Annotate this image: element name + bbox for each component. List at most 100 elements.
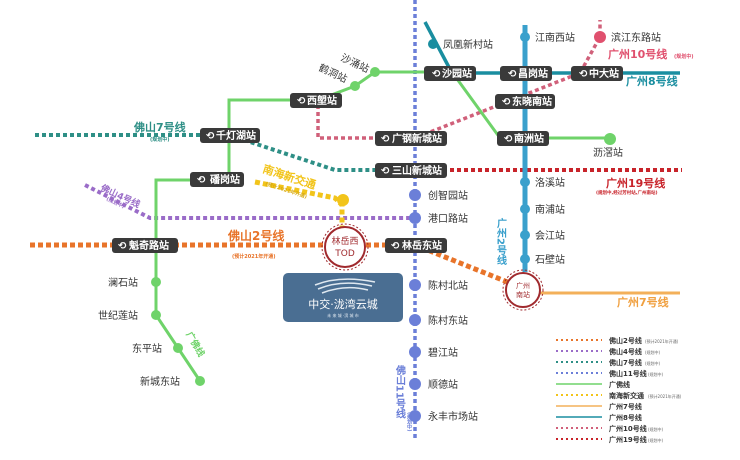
svg-text:⟲: ⟲ — [502, 97, 511, 108]
svg-text:林岳东站: 林岳东站 — [402, 239, 442, 252]
svg-text:西塱站: 西塱站 — [307, 94, 337, 107]
legend: 佛山2号线(预计2021年开通) 佛山4号线(规划中) 佛山7号线(规划中) 佛… — [556, 336, 682, 444]
svg-text:广佛线: 广佛线 — [183, 330, 207, 359]
svg-text:佛山7号线: 佛山7号线 — [608, 358, 642, 367]
svg-text:广州8号线: 广州8号线 — [626, 74, 678, 88]
svg-text:南洲站: 南洲站 — [514, 132, 544, 145]
svg-text:(预计2021年开通): (预计2021年开通) — [648, 393, 682, 399]
svg-text:佛山2号线: 佛山2号线 — [227, 228, 284, 243]
svg-text:广州19号线: 广州19号线 — [609, 435, 647, 444]
svg-text:南站: 南站 — [516, 290, 530, 299]
svg-text:(规划中): (规划中) — [645, 349, 661, 355]
svg-text:广佛线: 广佛线 — [609, 380, 630, 389]
svg-text:昌岗站: 昌岗站 — [518, 67, 548, 80]
svg-text:⟲: ⟲ — [206, 131, 215, 142]
svg-text:碧江站: 碧江站 — [428, 346, 458, 359]
line-gz8 — [423, 21, 680, 75]
station-shayuan[interactable]: ⟲沙园站 — [424, 66, 476, 81]
line-nanhai — [254, 179, 345, 232]
svg-text:广州2号线: 广州2号线 — [495, 217, 508, 266]
svg-text:世纪莲站: 世纪莲站 — [98, 309, 138, 322]
svg-text:石壁站: 石壁站 — [535, 253, 565, 266]
svg-text:磻岗站: 磻岗站 — [210, 173, 240, 186]
svg-text:林岳西: 林岳西 — [331, 235, 358, 247]
svg-text:佛山11号线: 佛山11号线 — [608, 369, 647, 378]
station-qiandenghu[interactable]: ⟲千灯湖站 — [200, 128, 260, 143]
svg-text:(预计2021年开通): (预计2021年开通) — [645, 338, 679, 344]
legend-item: 广州19号线(规划中) — [556, 435, 664, 444]
svg-text:广州19号线: 广州19号线 — [606, 176, 665, 190]
svg-text:陈村北站: 陈村北站 — [428, 279, 468, 292]
svg-text:(规划中): (规划中) — [406, 412, 412, 432]
svg-text:佛山4号线: 佛山4号线 — [608, 347, 642, 356]
station-bogang[interactable]: ⟲磻岗站 — [190, 172, 244, 187]
station-nanzhou[interactable]: ⟲南洲站 — [497, 131, 549, 146]
svg-text:(规划中): (规划中) — [648, 426, 664, 432]
svg-text:(规划中): (规划中) — [648, 437, 664, 443]
interchange-stations: ⟲沙园站 ⟲昌岗站 ⟲中大站 ⟲东晓南站 ⟲南洲站 ⟲广钢新城站 ⟲三山新城站 … — [112, 66, 623, 253]
project-logo: 中交·泷湾云城 未 来 城 ·滨 城 市 — [283, 273, 403, 322]
svg-text:TOD: TOD — [334, 249, 355, 259]
svg-text:千灯湖站: 千灯湖站 — [216, 129, 256, 142]
legend-item: 佛山4号线(规划中) — [556, 347, 661, 356]
svg-text:广州: 广州 — [516, 281, 530, 290]
legend-item: 佛山2号线(预计2021年开通) — [556, 336, 679, 345]
svg-text:⟲: ⟲ — [118, 241, 127, 252]
legend-item: 南海新交通(预计2021年开通) — [556, 391, 682, 400]
svg-text:(规划中): (规划中) — [645, 360, 661, 366]
svg-text:东晓南站: 东晓南站 — [512, 95, 552, 108]
svg-text:南海新交通: 南海新交通 — [609, 391, 645, 400]
svg-text:⟲: ⟲ — [391, 241, 400, 252]
svg-text:三山新城站: 三山新城站 — [392, 164, 442, 177]
svg-text:未 来 城 ·滨 城 市: 未 来 城 ·滨 城 市 — [327, 312, 359, 318]
svg-text:广州10号线: 广州10号线 — [608, 47, 667, 61]
svg-text:佛山2号线: 佛山2号线 — [608, 336, 642, 345]
svg-text:⟲: ⟲ — [432, 69, 441, 80]
station-changgang[interactable]: ⟲昌岗站 — [500, 66, 552, 81]
line-fs4 — [84, 183, 415, 220]
svg-text:顺德站: 顺德站 — [428, 378, 458, 391]
svg-text:佛山11号线: 佛山11号线 — [394, 364, 407, 420]
svg-text:⟲: ⟲ — [508, 69, 517, 80]
svg-text:佛山7号线: 佛山7号线 — [133, 120, 186, 134]
svg-text:(预计2021年开通): (预计2021年开通) — [232, 253, 276, 260]
svg-text:(规划中): (规划中) — [674, 53, 694, 60]
svg-text:(规划中,经过芳村站,广州南站): (规划中,经过芳村站,广州南站) — [596, 189, 658, 196]
legend-item: 佛山11号线(规划中) — [556, 369, 664, 378]
line-guangfo — [154, 70, 610, 382]
svg-text:(规划中): (规划中) — [150, 136, 170, 143]
station-dongxiaonan[interactable]: ⟲东晓南站 — [495, 94, 555, 109]
svg-text:⟲: ⟲ — [504, 134, 513, 145]
svg-text:广州7号线: 广州7号线 — [617, 295, 669, 309]
hub-linyuexi-tod[interactable]: 林岳西 TOD — [321, 223, 369, 271]
svg-text:创智园站: 创智园站 — [428, 189, 468, 202]
station-sanshan[interactable]: ⟲三山新城站 — [375, 163, 447, 178]
svg-text:广州8号线: 广州8号线 — [609, 413, 642, 422]
svg-text:(规划中): (规划中) — [648, 371, 664, 377]
svg-text:⟲: ⟲ — [297, 96, 306, 107]
svg-text:魁奇路站: 魁奇路站 — [129, 239, 169, 252]
legend-item: 广州10号线(规划中) — [556, 424, 664, 433]
svg-text:澜石站: 澜石站 — [108, 276, 138, 289]
svg-text:永丰市场站: 永丰市场站 — [428, 410, 478, 423]
svg-text:⟲: ⟲ — [579, 69, 588, 80]
svg-text:凤凰新村站: 凤凰新村站 — [443, 38, 493, 51]
svg-text:⟲: ⟲ — [381, 134, 390, 145]
svg-text:江南西站: 江南西站 — [535, 31, 575, 44]
legend-item: 广州8号线 — [556, 413, 642, 422]
svg-text:东平站: 东平站 — [132, 342, 162, 355]
station-guanggang[interactable]: ⟲广钢新城站 — [375, 131, 447, 146]
station-xilang[interactable]: ⟲西塱站 — [290, 93, 342, 108]
svg-text:陈村东站: 陈村东站 — [428, 314, 468, 327]
hub-guangzhou-south[interactable]: 广州 南站 — [502, 269, 544, 311]
svg-text:中大站: 中大站 — [589, 67, 619, 80]
svg-text:沙园站: 沙园站 — [442, 67, 472, 80]
station-kuiqi[interactable]: ⟲魁奇路站 — [112, 238, 178, 253]
station-linyuedong[interactable]: ⟲林岳东站 — [385, 238, 447, 253]
svg-text:广州10号线: 广州10号线 — [609, 424, 647, 433]
station-zhongda[interactable]: ⟲中大站 — [571, 66, 623, 81]
svg-text:沙涌站: 沙涌站 — [339, 51, 372, 75]
svg-text:中交·泷湾云城: 中交·泷湾云城 — [308, 297, 378, 311]
svg-text:洛溪站: 洛溪站 — [535, 176, 565, 189]
